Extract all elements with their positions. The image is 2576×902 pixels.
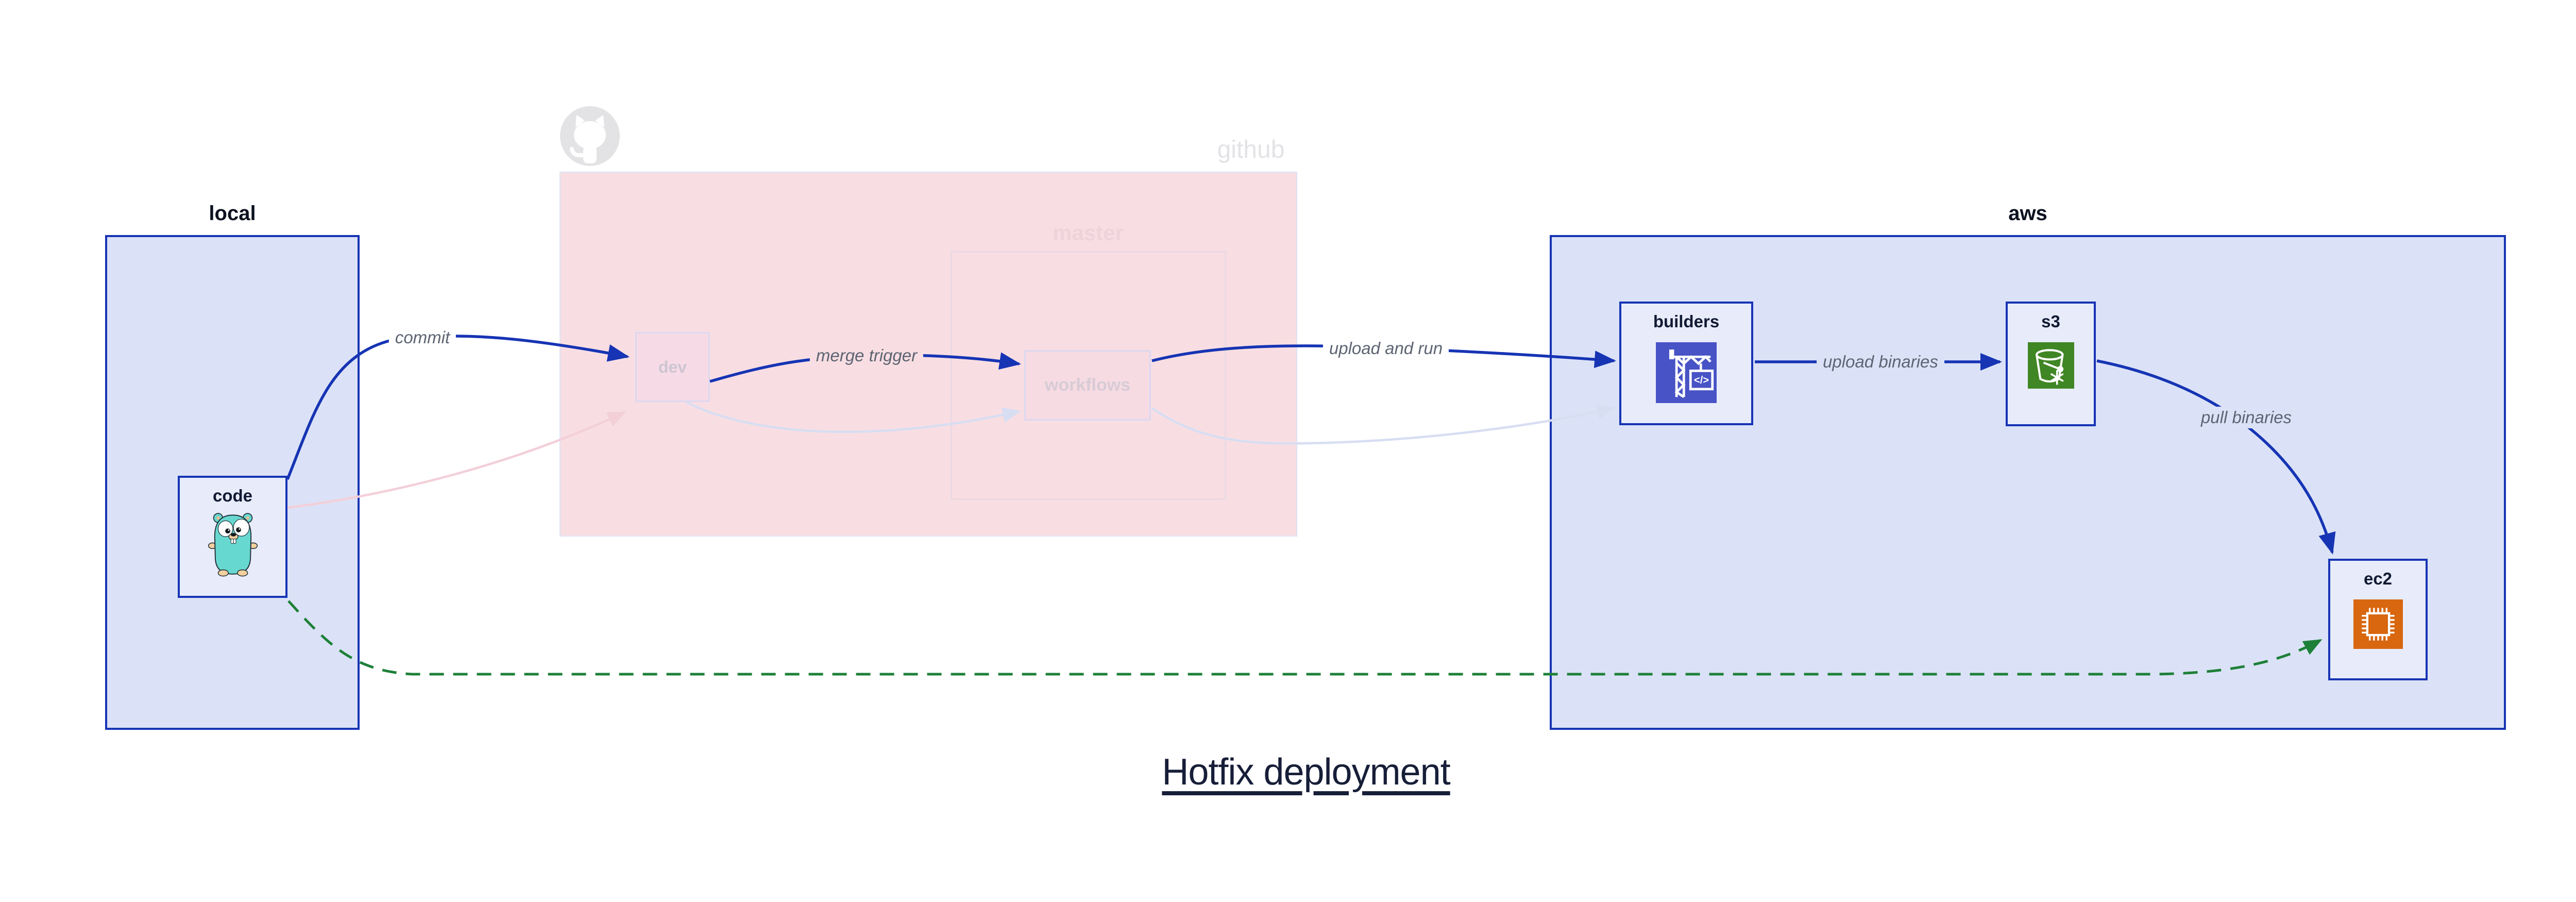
s3-glacier-bucket-icon bbox=[2027, 342, 2074, 391]
node-dev-label: dev bbox=[658, 357, 687, 376]
node-s3-label: s3 bbox=[2041, 312, 2060, 331]
node-s3: s3 bbox=[2006, 302, 2096, 426]
diagram-title: Hotfix deployment bbox=[1162, 751, 1450, 793]
node-code: code bbox=[178, 476, 287, 598]
node-code-label: code bbox=[212, 486, 253, 505]
master-branch-label: master bbox=[1053, 221, 1124, 245]
node-workflows: workflows bbox=[1024, 350, 1151, 421]
edge-commit-label: commit bbox=[388, 327, 456, 348]
edge-pull-binaries-label: pull binaries bbox=[2194, 407, 2298, 428]
codebuild-crane-icon: </> bbox=[1656, 342, 1717, 406]
node-dev: dev bbox=[635, 332, 710, 402]
ec2-chip-icon bbox=[2353, 599, 2403, 652]
edge-upload-binaries-label: upload binaries bbox=[1817, 351, 1944, 373]
node-builders-label: builders bbox=[1653, 312, 1720, 331]
aws-group-label: aws bbox=[2008, 202, 2047, 225]
edge-merge-trigger-label: merge trigger bbox=[809, 345, 924, 366]
go-gopher-icon bbox=[205, 509, 261, 581]
node-workflows-label: workflows bbox=[1044, 375, 1131, 395]
node-ec2-label: ec2 bbox=[2363, 569, 2393, 588]
local-group-label: local bbox=[209, 202, 256, 225]
edge-upload-and-run-label: upload and run bbox=[1323, 338, 1449, 359]
codebuild-code-glyph: </> bbox=[1694, 375, 1709, 386]
node-ec2: ec2 bbox=[2328, 559, 2428, 680]
github-octocat-icon bbox=[560, 106, 620, 169]
github-group-label: github bbox=[1217, 136, 1285, 163]
node-builders: builders </> bbox=[1619, 302, 1753, 425]
